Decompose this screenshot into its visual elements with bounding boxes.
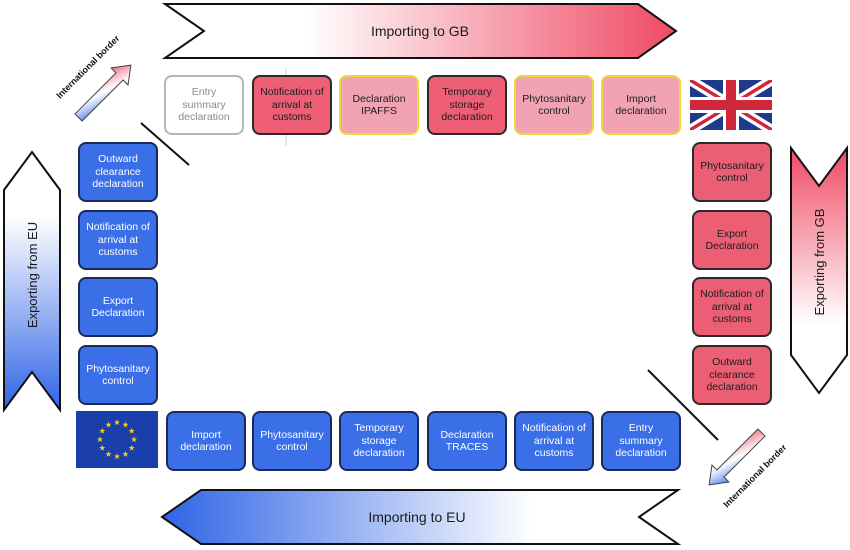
eu-import-declaration: Import declaration [166,411,246,471]
gb-export-phytosanitary-control: Phytosanitary control [692,142,772,202]
gb-export-notification-of-arrival: Notification of arrival at customs [692,277,772,337]
eu-star [96,436,104,443]
gb-phytosanitary-control: Phytosanitary control [514,75,594,135]
eu-phytosanitary-control: Phytosanitary control [252,411,332,471]
eu-outward-clearance-declaration: Outward clearance declaration [78,142,158,202]
eu-star [122,421,129,428]
gb-export-declaration: Export Declaration [692,210,772,270]
exporting-gb-arrow [790,144,848,395]
eu-flag [76,411,158,468]
gb-declaration-ipaffs: Declaration IPAFFS [339,75,419,135]
importing-gb-arrow [161,3,678,59]
border-line-top-left [140,122,190,166]
gb-temporary-storage-declaration: Temporary storage declaration [427,75,507,135]
eu-star [99,444,106,451]
border-label-bottom-right: International border [721,442,789,510]
border-arrow-bottom-right-icon [708,428,766,486]
border-line-bottom-right [647,369,719,441]
eu-star [105,421,112,428]
importing-eu-arrow [160,489,682,545]
gb-outward-clearance-declaration: Outward clearance declaration [692,345,772,405]
eu-star [113,419,121,426]
exporting-gb-label: Exporting from GB [812,209,827,316]
eu-star [130,436,138,443]
eu-entry-summary-declaration: Entry summary declaration [601,411,681,471]
eu-star [128,444,135,451]
importing-gb-label: Importing to GB [371,23,469,39]
eu-notification-of-arrival: Notification of arrival at customs [514,411,594,471]
eu-temporary-storage-declaration: Temporary storage declaration [339,411,419,471]
exporting-eu-label: Exporting from EU [25,222,40,328]
gb-import-declaration: Import declaration [601,75,681,135]
gb-notification-of-arrival: Notification of arrival at customs [252,75,332,135]
uk-flag [690,80,772,130]
eu-export-notification-of-arrival: Notification of arrival at customs [78,210,158,270]
eu-export-phytosanitary-control: Phytosanitary control [78,345,158,405]
eu-star [113,453,121,460]
eu-declaration-traces: Declaration TRACES [427,411,507,471]
gb-entry-summary-declaration: Entry summary declaration [164,75,244,135]
importing-eu-label: Importing to EU [368,509,465,525]
eu-star [99,427,106,434]
eu-star [128,427,135,434]
eu-star [105,451,112,457]
eu-export-declaration: Export Declaration [78,277,158,337]
exporting-eu-arrow [2,150,61,414]
eu-star [122,451,129,457]
border-arrow-top-left-icon [74,64,132,122]
